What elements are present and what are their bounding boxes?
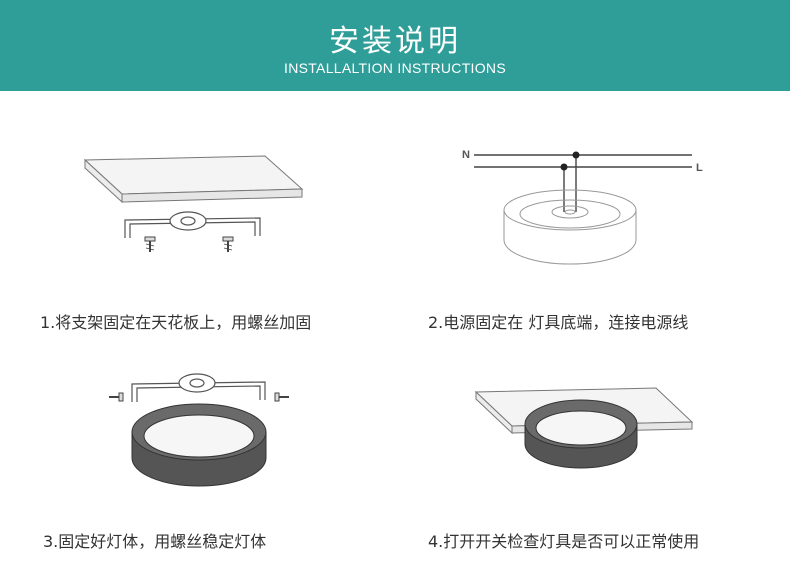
mounting-bracket: [131, 373, 266, 402]
step-3-caption: 3.固定好灯体，用螺丝稳定灯体: [43, 532, 267, 551]
wiring-lines: [474, 154, 692, 212]
step-3-illustration: [100, 370, 300, 495]
ceiling-panel: [83, 155, 304, 204]
step-2-caption: 2.电源固定在 灯具底端，连接电源线: [428, 313, 689, 332]
neutral-label: N: [462, 149, 470, 161]
header-banner: 安装说明 INSTALLALTION INSTRUCTIONS: [0, 0, 790, 91]
page-subtitle: INSTALLALTION INSTRUCTIONS: [284, 60, 506, 76]
page-title: 安装说明: [329, 24, 461, 59]
lamp-body: [131, 403, 267, 487]
step-2-illustration: N L: [458, 140, 718, 275]
screw-icon: [144, 236, 156, 252]
lamp-body: [524, 399, 638, 469]
step-4-caption: 4.打开开关检查灯具是否可以正常使用: [428, 532, 700, 551]
step-1-caption: 1.将支架固定在天花板上，用螺丝加固: [40, 313, 312, 332]
screw-icon: [109, 392, 124, 402]
live-label: L: [696, 162, 703, 174]
lamp-outline: [503, 189, 637, 265]
mounting-bracket: [124, 211, 261, 238]
step-4-illustration: [470, 382, 700, 482]
junction-dot: [572, 151, 580, 159]
junction-dot: [560, 163, 568, 171]
screw-icon: [222, 236, 234, 252]
step-1-illustration: [70, 140, 320, 270]
screw-icon: [274, 392, 289, 402]
